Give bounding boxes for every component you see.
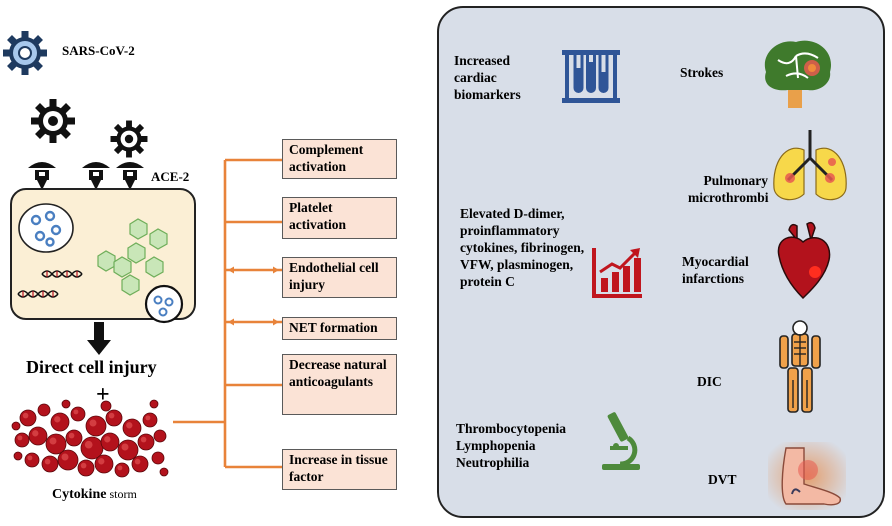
cytokine-particle — [11, 421, 21, 431]
microscope-icon — [602, 412, 640, 470]
cytokine-particle-highlight — [104, 436, 111, 443]
ace-2-label: ACE-2 — [151, 169, 190, 184]
cytokine-particle-highlight — [73, 409, 79, 415]
cytokine-storm-label: Cytokine storm — [52, 486, 137, 503]
platelet-activation-box: Platelet activation — [282, 197, 397, 239]
foot-icon — [768, 442, 846, 510]
virus-icon-middle — [31, 99, 75, 143]
cytokine-particle — [61, 399, 71, 409]
blood-counts-label: Thrombocytopenia Lymphopenia Neutrophili… — [456, 421, 567, 470]
cytokine-particle-highlight — [22, 412, 29, 419]
cytokine-particle-highlight — [140, 436, 147, 443]
cytokine-particle-highlight — [32, 430, 39, 437]
cytokine-particle-highlight — [117, 465, 123, 471]
cytokine-word: Cytokine — [52, 487, 107, 502]
cytokine-cloud-icon — [11, 399, 169, 478]
lab-markers-label: Elevated D-dimer, proinflammatory cytoki… — [460, 206, 585, 289]
lungs-icon — [773, 130, 847, 201]
cytokine-particle-highlight — [54, 416, 61, 423]
cytokine-particle-highlight — [134, 458, 141, 465]
down-arrow-icon — [87, 322, 111, 355]
cytokine-particle-highlight — [108, 412, 115, 419]
cytokine-particle — [100, 400, 112, 412]
cytokine-particle-highlight — [126, 422, 133, 429]
cytokine-particle — [13, 451, 23, 461]
cytokine-particle-highlight — [121, 443, 129, 451]
cytokine-particle-highlight — [49, 437, 57, 445]
heart-icon — [777, 221, 831, 300]
bar-chart-icon — [592, 248, 642, 298]
net-formation-box: NET formation — [282, 317, 397, 340]
cytokine-particle — [159, 467, 169, 477]
cytokine-particle-highlight — [17, 435, 23, 441]
test-tubes-icon — [562, 50, 620, 103]
dvt-label: DVT — [708, 472, 737, 487]
cytokine-particle-highlight — [145, 415, 151, 421]
cytokine-particle — [149, 399, 159, 409]
storm-word: storm — [106, 487, 137, 501]
cytokine-particle-highlight — [84, 440, 93, 449]
cell-contents — [17, 203, 184, 324]
increase-in-tissue-factor-box: Increase in tissue factor — [282, 449, 397, 490]
brain-icon — [764, 40, 832, 108]
virus-icon-right — [110, 120, 148, 158]
clinical-manifestations-panel — [437, 6, 885, 518]
receptor-icons — [28, 162, 144, 190]
cytokine-particle-highlight — [27, 455, 33, 461]
myocardial-label: Myocardial infarctions — [682, 254, 749, 286]
cytokine-particle — [37, 403, 51, 417]
cytokine-particle-highlight — [98, 458, 105, 465]
virus-icon-top — [3, 31, 47, 75]
sars-cov-2-label: SARS-CoV-2 — [62, 43, 135, 58]
cytokine-particle — [153, 429, 167, 443]
cytokine-particle-highlight — [68, 432, 75, 439]
cytokine-particle-highlight — [89, 419, 97, 427]
cytokine-particle-highlight — [80, 462, 87, 469]
skeleton-icon — [779, 320, 821, 413]
endothelial-cell-injury-box: Endothelial cell injury — [282, 257, 397, 298]
cytokine-particle — [151, 451, 165, 465]
decrease-natural-anticoagulants-box: Decrease natural anticoagulants — [282, 354, 397, 415]
strokes-label: Strokes — [680, 65, 724, 80]
direct-cell-injury-label: Direct cell injury — [26, 357, 157, 377]
complement-activation-box: Complement activation — [282, 139, 397, 179]
cytokine-particle-highlight — [44, 458, 51, 465]
pulmonary-label: Pulmonary microthrombi — [688, 173, 769, 205]
dic-label: DIC — [697, 374, 722, 389]
cytokine-particle-highlight — [61, 453, 69, 461]
cardiac-biomarkers-label: Increased cardiac biomarkers — [454, 53, 521, 102]
